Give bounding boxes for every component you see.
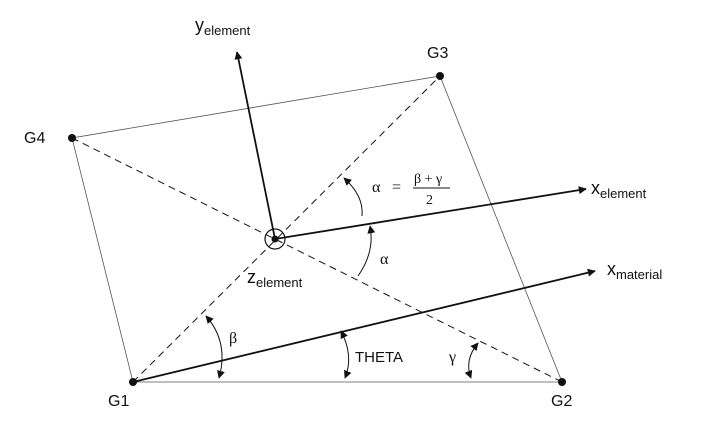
x-element-axis bbox=[274, 186, 587, 240]
node-g4 bbox=[68, 134, 76, 142]
element-outline bbox=[71, 75, 563, 383]
alpha-formula: α = β + γ 2 bbox=[372, 172, 450, 208]
label-beta: β bbox=[229, 330, 237, 347]
theta-arc bbox=[340, 330, 352, 379]
gamma-arc bbox=[464, 342, 479, 379]
node-g3 bbox=[436, 72, 444, 80]
label-g2: G2 bbox=[551, 393, 572, 410]
alpha-arc-upper bbox=[343, 177, 363, 217]
z-element-symbol-dot bbox=[271, 235, 279, 243]
label-y-element: yelement bbox=[195, 15, 251, 38]
label-g4: G4 bbox=[24, 130, 45, 147]
label-gamma: γ bbox=[448, 349, 456, 366]
y-element-axis bbox=[234, 51, 276, 240]
beta-arc bbox=[205, 315, 225, 379]
node-g1 bbox=[129, 378, 137, 386]
label-alpha-lower: α bbox=[380, 251, 389, 268]
formula-lhs: α bbox=[372, 179, 381, 196]
z-element-symbol-ring bbox=[264, 228, 286, 250]
label-x-element: xelement bbox=[591, 178, 647, 201]
diagonal-g1-g3 bbox=[132, 75, 441, 383]
label-theta: THETA bbox=[355, 349, 403, 366]
formula-equals: = bbox=[392, 179, 401, 196]
formula-denominator: 2 bbox=[426, 193, 433, 208]
label-g1: G1 bbox=[108, 393, 129, 410]
node-g2 bbox=[558, 378, 566, 386]
formula-numerator: β + γ bbox=[414, 172, 442, 187]
diagonal-g4-g2 bbox=[71, 137, 563, 383]
label-x-material: xmaterial bbox=[607, 259, 662, 282]
label-g3: G3 bbox=[427, 45, 448, 62]
label-z-element: zelement bbox=[247, 267, 303, 290]
alpha-arc-lower bbox=[357, 225, 376, 277]
